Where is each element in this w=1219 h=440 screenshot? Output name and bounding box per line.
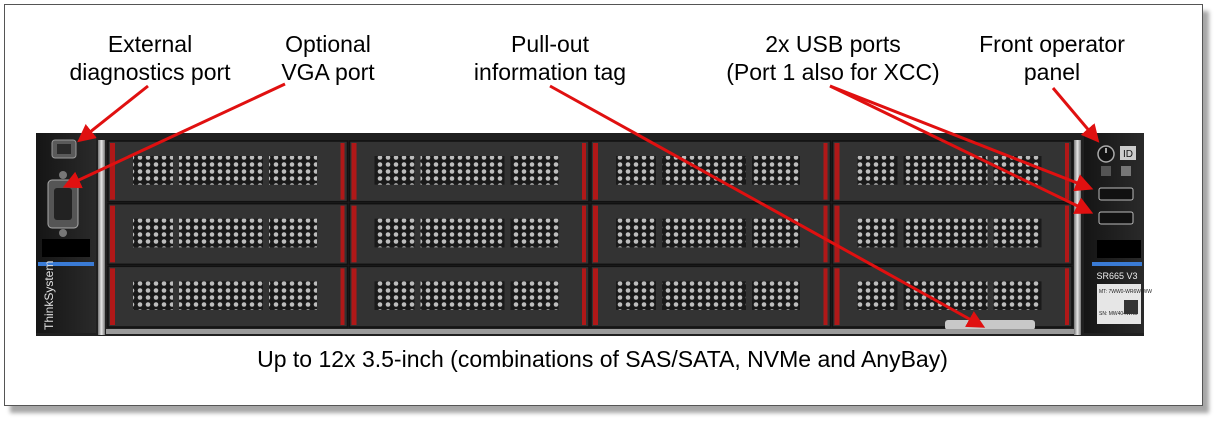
- label-diagnostics-line2: diagnostics port: [69, 59, 231, 85]
- left-ear-label-slot: [42, 239, 90, 257]
- bottom-rail: [106, 329, 1074, 334]
- arrow-operator-panel: [1051, 87, 1100, 143]
- drive-bay[interactable]: [348, 202, 590, 266]
- label-vga-line1: Optional: [285, 31, 371, 57]
- drive-bay[interactable]: [590, 140, 832, 203]
- status-led: [1101, 166, 1111, 176]
- model-label: SR665 V3: [1096, 271, 1137, 281]
- drive-bay[interactable]: [831, 202, 1073, 266]
- callout-arrows: [62, 82, 1100, 328]
- arrow-usb-2: [829, 84, 1094, 214]
- pull-out-tag[interactable]: [945, 320, 1035, 330]
- arrow-vga: [62, 82, 286, 189]
- id-button[interactable]: [1120, 146, 1136, 160]
- brand-label: ThinkSystem: [42, 261, 56, 330]
- qr-code: [1124, 300, 1138, 314]
- label-panel-line2: panel: [1023, 59, 1081, 85]
- fault-led: [1121, 166, 1131, 176]
- machine-type-text: MT: 7WW0-WR6W-WW: [1099, 289, 1152, 295]
- label-tag-line2: information tag: [473, 59, 627, 85]
- drive-bay[interactable]: [107, 140, 349, 203]
- arrow-diagnostics: [77, 84, 149, 143]
- drive-bay[interactable]: [831, 140, 1073, 203]
- arrow-usb-1: [829, 84, 1094, 192]
- power-button-icon[interactable]: [1097, 145, 1115, 163]
- label-information-tag: Pull-out information tag: [450, 30, 650, 86]
- label-panel-line1: Front operator: [979, 31, 1125, 57]
- drive-bay[interactable]: [107, 202, 349, 266]
- drive-bay[interactable]: [348, 265, 590, 328]
- drive-bay[interactable]: [348, 140, 590, 203]
- drive-bay[interactable]: [590, 265, 832, 328]
- right-ear-label-slot: [1097, 240, 1141, 258]
- serial-number-text: SN: MW404WRB: [1099, 311, 1138, 317]
- drive-bay[interactable]: [590, 202, 832, 266]
- usb-port-icon[interactable]: [1098, 187, 1134, 225]
- figure-caption: Up to 12x 3.5-inch (combinations of SAS/…: [257, 346, 948, 372]
- label-usb-ports: 2x USB ports (Port 1 also for XCC): [703, 30, 963, 86]
- label-tag-line1: Pull-out: [511, 31, 589, 57]
- left-ear-blue-strip: [38, 262, 94, 266]
- vga-port-icon[interactable]: [47, 171, 79, 237]
- drive-bay[interactable]: [831, 265, 1073, 328]
- right-rail: [1074, 140, 1081, 335]
- drive-bay[interactable]: [107, 265, 349, 328]
- label-vga-line2: VGA port: [281, 59, 375, 85]
- arrow-info-tag: [549, 84, 986, 328]
- id-button-label: ID: [1123, 149, 1133, 160]
- label-operator-panel: Front operator panel: [962, 30, 1142, 86]
- left-rail: [98, 140, 105, 335]
- label-usb-line1: 2x USB ports: [765, 31, 901, 57]
- drive-bay-grid: [107, 140, 1073, 328]
- right-ear-blue-strip: [1092, 262, 1142, 266]
- label-vga-port: Optional VGA port: [258, 30, 398, 86]
- label-diagnostics-port: External diagnostics port: [55, 30, 245, 86]
- diagnostics-port-icon[interactable]: [51, 139, 77, 159]
- label-diagnostics-line1: External: [107, 31, 193, 57]
- label-usb-line2: (Port 1 also for XCC): [726, 59, 940, 85]
